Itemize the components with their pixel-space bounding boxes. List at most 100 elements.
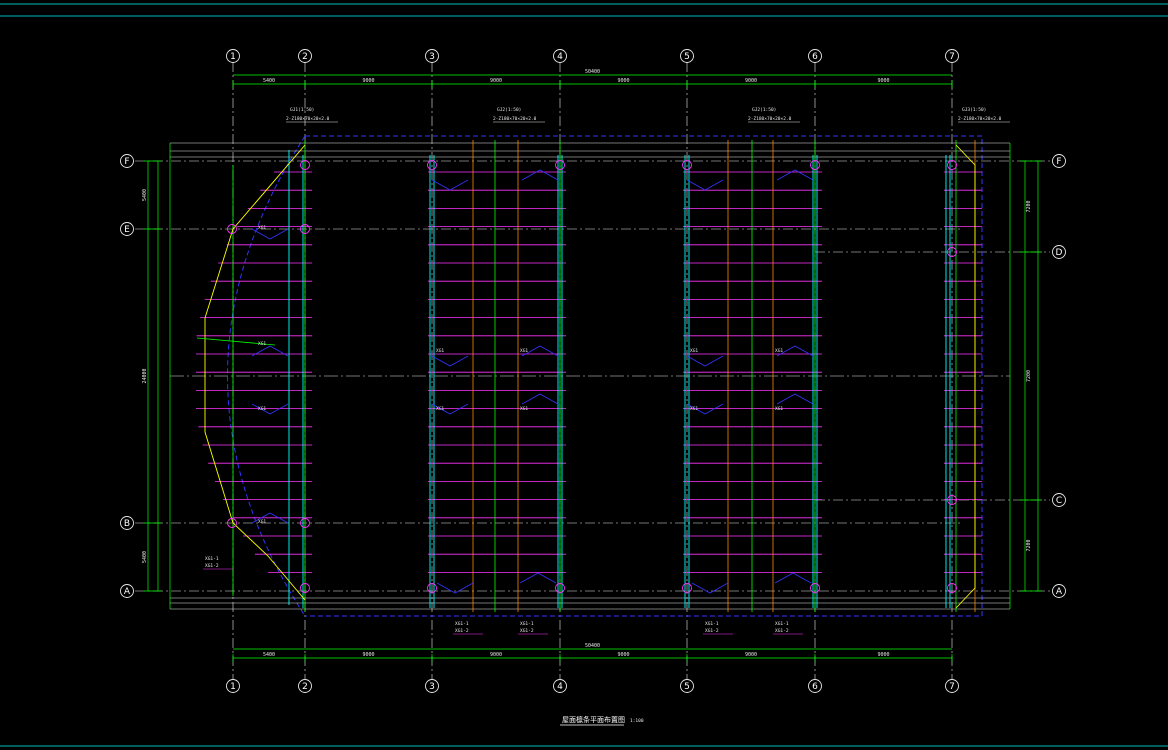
purlin-tag: XG1 [258,519,266,525]
axis-bubble-right-circle [1052,584,1066,598]
end-brace-right [955,587,976,609]
axis-bubble-top-circle [680,49,694,63]
column-circle [947,160,957,170]
detail-tag: XG1-2 [455,628,469,634]
frame-spec: 2-Z180×70×20×2.0 [493,116,537,122]
axis-bubble-bottom-circle [808,679,822,693]
axis-bubble-top-circle [553,49,567,63]
axis-bubble-bottom: 4 [557,682,563,692]
bracing-v-mark [686,179,724,191]
frame-spec: 2-Z180×70×20×2.0 [958,116,1002,122]
axis-bubble-top: 3 [429,52,435,62]
frame-tag: GJ1(1:50) [290,107,314,113]
axis-bubble-bottom: 5 [684,682,690,692]
axis-bubble-right-circle [1052,493,1066,507]
dim-top-label: 9000 [490,78,502,84]
column-circle [227,518,237,528]
purlin-tag: XG1 [520,348,528,354]
bracing-v-mark [686,403,724,415]
dim-top-label: 5400 [263,78,275,84]
frame-tag: GJ3(1:50) [962,107,986,113]
detail-tag: XG1-2 [705,628,719,634]
bracing-v-mark [431,179,469,191]
axis-bubble-left: F [124,157,129,167]
dim-left-label: 5400 [142,551,148,563]
dim-top-label: 9000 [745,78,757,84]
bracing-v-mark [251,403,289,415]
dim-left-label: 24000 [142,368,148,383]
axis-bubble-right: A [1056,587,1063,597]
axis-bubble-left-circle [120,584,134,598]
axis-bubble-left-circle [120,222,134,236]
bracing-v-mark [776,345,814,357]
axis-bubble-bottom-circle [680,679,694,693]
purlin-tag: XG1 [775,406,783,412]
column-circle [810,583,820,593]
bracing-v-mark [436,582,474,594]
axis-bubble-top-circle [298,49,312,63]
column-circle [300,518,310,528]
purlin-tag: XG1 [690,406,698,412]
detail-tag: XG1-1 [520,621,534,627]
axis-bubble-top: 4 [557,52,563,62]
purlin-tag: XG1 [436,406,444,412]
dim-left-label: 5400 [142,189,148,201]
bracing-v-mark [521,345,559,357]
roof-edge-curve [227,135,306,617]
column-circle [947,495,957,505]
column-circle [947,583,957,593]
detail-tag: XG1-2 [205,563,219,569]
dim-right-label: 7200 [1026,370,1032,382]
axis-bubble-bottom-circle [553,679,567,693]
end-brace-right [955,144,976,166]
bracing-v-mark [521,393,559,405]
detail-tag: XG1-1 [775,621,789,627]
roof-edge [305,135,983,617]
axis-bubble-right: C [1056,496,1062,506]
column-circle [300,583,310,593]
bracing-v-mark [431,355,469,367]
frame-tag: GJ2(1:50) [752,107,776,113]
axis-bubble-bottom: 6 [812,682,818,692]
purlin-tag: XG1 [258,225,266,231]
axis-bubble-left-circle [120,154,134,168]
column-circle [227,224,237,234]
column-circle [427,160,437,170]
axis-bubble-top-circle [425,49,439,63]
axis-bubble-bottom-circle [945,679,959,693]
marks-layer: XG1XG1XG1XG1XG1XG1XG1XG1XG1XG1XG1XG15400… [124,52,1063,692]
axis-bubble-top: 5 [684,52,690,62]
axis-bubble-top: 7 [949,52,955,62]
dim-top-label: 9000 [617,78,629,84]
end-brace-left [204,144,306,601]
column-circle [682,160,692,170]
dim-bottom-label: 9000 [490,652,502,658]
purlin-tag: XG1 [775,348,783,354]
column-circle [810,160,820,170]
dim-top-label: 9000 [362,78,374,84]
column-circle [947,247,957,257]
column-circle [555,160,565,170]
axis-bubble-top: 6 [812,52,818,62]
axis-bubble-bottom: 3 [429,682,435,692]
axis-bubble-top-circle [808,49,822,63]
drawing-title: 屋面檩条平面布置图 [562,715,625,724]
dim-right-label: 7200 [1026,200,1032,212]
drawing-scale: 1:100 [630,718,644,724]
bracing-v-mark [251,512,289,524]
structure-layer [120,49,1066,693]
dim-bottom-label: 9000 [745,652,757,658]
bracing-v-mark [251,345,289,357]
axis-bubble-top-circle [226,49,240,63]
bracing-v-mark [691,582,729,594]
axis-bubble-bottom: 7 [949,682,955,692]
brace-member [196,337,276,346]
axis-bubble-left: B [124,519,130,529]
bracing-v-mark [519,572,557,584]
dim-bottom-label: 9000 [617,652,629,658]
purlin-tag: XG1 [258,406,266,412]
axis-bubble-top-circle [945,49,959,63]
bracing-v-mark [776,169,814,181]
bracing-v-mark [686,355,724,367]
frame-tag: GJ2(1:50) [497,107,521,113]
